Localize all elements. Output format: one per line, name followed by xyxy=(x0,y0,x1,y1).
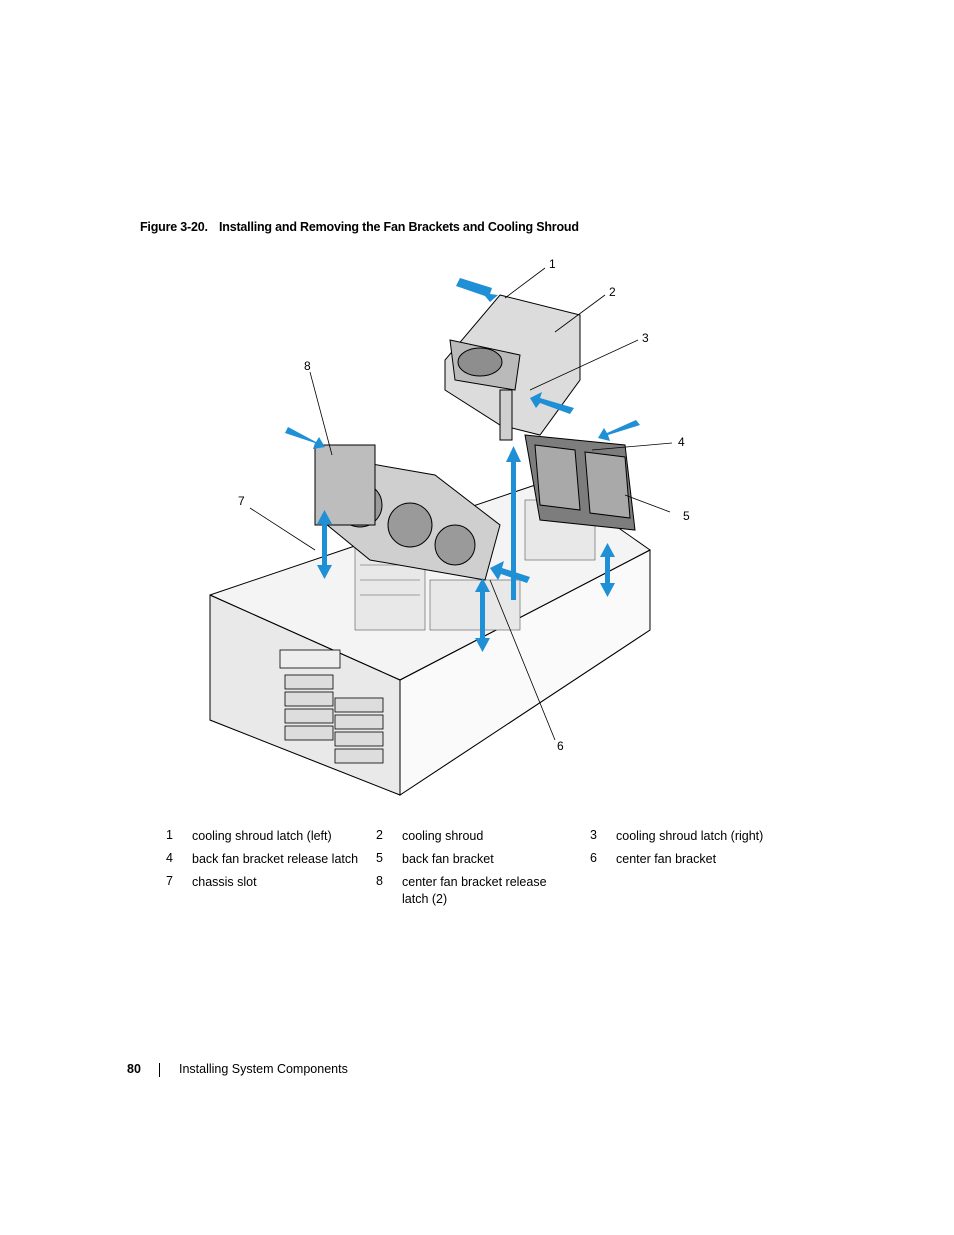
callout-1: 1 xyxy=(549,257,556,271)
legend-number: 8 xyxy=(376,874,383,888)
server-illustration: 1 2 3 4 5 6 7 8 xyxy=(180,250,720,810)
callout-2: 2 xyxy=(609,285,616,299)
legend-text: back fan bracket release latch xyxy=(192,852,359,866)
section-title: Installing System Components xyxy=(179,1062,348,1076)
direction-arrows xyxy=(285,278,640,652)
figure-number: Figure 3-20. xyxy=(140,220,208,234)
legend-number: 3 xyxy=(590,828,597,842)
page-number: 80 xyxy=(127,1062,141,1076)
callout-5: 5 xyxy=(683,509,690,523)
callout-numbers: 1 2 3 4 5 6 7 8 xyxy=(238,257,690,753)
legend-text: cooling shroud latch (right) xyxy=(616,829,764,843)
legend-text: cooling shroud xyxy=(402,829,484,843)
legend-text: back fan bracket xyxy=(402,852,494,866)
callout-6: 6 xyxy=(557,739,564,753)
legend-number: 7 xyxy=(166,874,173,888)
legend-row: 4 back fan bracket release latch 5 back … xyxy=(166,851,806,874)
legend-number: 6 xyxy=(590,851,597,865)
footer-separator xyxy=(159,1063,160,1077)
legend-number: 1 xyxy=(166,828,173,842)
legend-number: 2 xyxy=(376,828,383,842)
legend-text: chassis slot xyxy=(192,875,257,889)
figure-caption: Figure 3-20. Installing and Removing the … xyxy=(140,220,579,234)
cooling-shroud xyxy=(444,294,581,441)
legend-text: center fan bracket release latch (2) xyxy=(402,875,547,906)
back-fan-bracket xyxy=(524,434,636,531)
center-fan-bracket xyxy=(314,444,501,581)
callout-7: 7 xyxy=(238,494,245,508)
legend-text: center fan bracket xyxy=(616,852,717,866)
callout-4: 4 xyxy=(678,435,685,449)
callout-3: 3 xyxy=(642,331,649,345)
legend-number: 4 xyxy=(166,851,173,865)
callout-lines xyxy=(249,267,673,741)
callout-8: 8 xyxy=(304,359,311,373)
legend-number: 5 xyxy=(376,851,383,865)
legend-text: cooling shroud latch (left) xyxy=(192,829,332,843)
legend-row: 1 cooling shroud latch (left) 2 cooling … xyxy=(166,828,806,851)
legend-row: 7 chassis slot 8 center fan bracket rele… xyxy=(166,874,806,910)
front-drive-bays xyxy=(279,649,384,764)
figure-title: Installing and Removing the Fan Brackets… xyxy=(219,220,579,234)
callout-legend: 1 cooling shroud latch (left) 2 cooling … xyxy=(166,828,806,910)
